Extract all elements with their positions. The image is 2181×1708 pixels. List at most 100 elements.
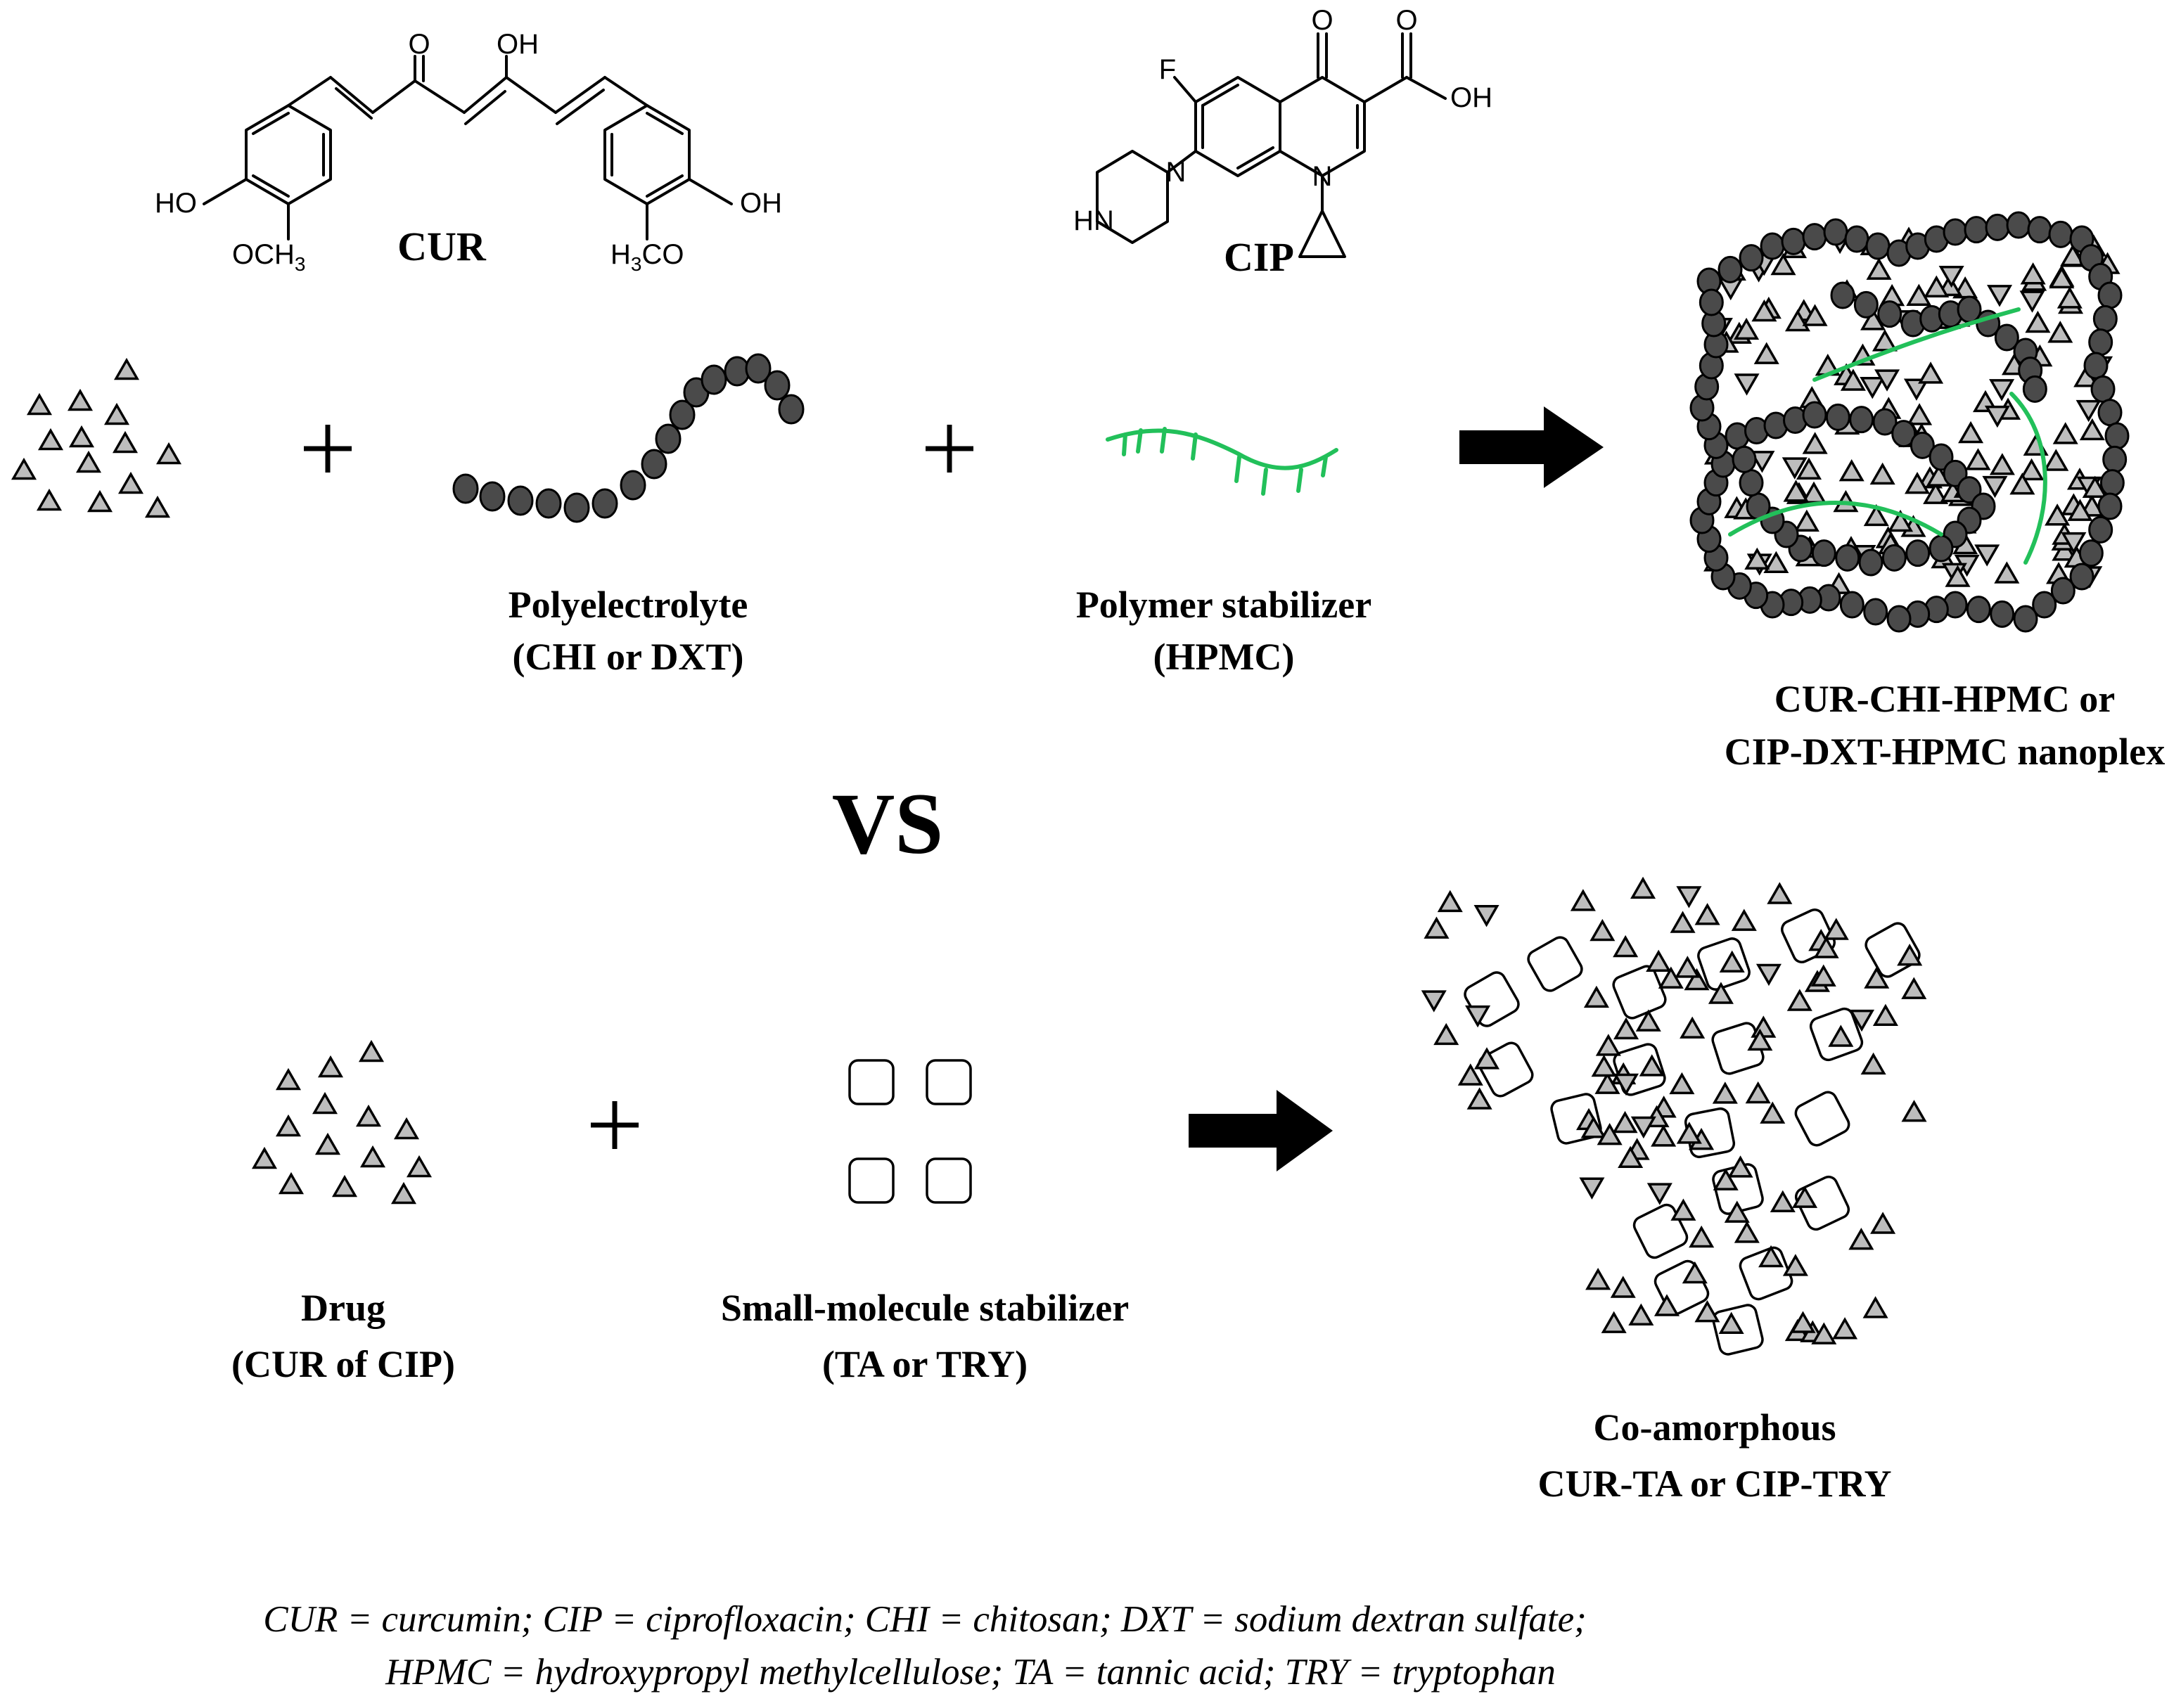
- drug-particle-triangle: [1591, 1054, 1617, 1077]
- polyelectrolyte-bead: [1781, 227, 1806, 255]
- drug-particle-triangle: [390, 1181, 417, 1205]
- polyelectrolyte-bead: [2048, 220, 2073, 248]
- drug-particle-triangle: [1974, 544, 2000, 567]
- cip-atom-n-ring: N: [1312, 161, 1333, 192]
- drug-particle-triangle: [1731, 908, 1757, 931]
- polyelectrolyte-bead: [701, 364, 727, 395]
- drug-particle-triangle: [117, 471, 144, 494]
- drug-particle-triangle: [1682, 1261, 1708, 1284]
- polyelectrolyte-bead: [2027, 216, 2052, 244]
- drug-particle-triangle: [1676, 1122, 1702, 1144]
- drug-particle-triangle: [1907, 403, 1933, 425]
- drug-particle-triangle: [406, 1155, 433, 1178]
- drug-particle-triangle: [1612, 1110, 1638, 1134]
- drug-particle-triangle: [1758, 1245, 1784, 1268]
- drug-particle-triangle: [1708, 982, 1734, 1004]
- drug-particle-triangle: [2020, 262, 2046, 285]
- drug-particle-triangle: [1613, 1017, 1639, 1040]
- drug-particle-triangle: [1594, 1072, 1620, 1094]
- drug-particle-triangle: [1654, 1294, 1680, 1316]
- drug-particle-triangle: [2047, 321, 2073, 343]
- small-molecule-square: [1712, 1304, 1764, 1356]
- drug-particle-triangle: [1613, 935, 1639, 958]
- hpmc-strand: [2009, 392, 2047, 565]
- drug-particle-triangle: [1813, 936, 1839, 958]
- cur-atom-och3: OCH3: [232, 239, 305, 275]
- small-molecule-square: [1697, 937, 1751, 991]
- drug-particle-triangle: [1580, 1116, 1606, 1138]
- polyelectrolyte-bead: [1849, 406, 1874, 434]
- drug-particle-triangle: [1866, 257, 1892, 280]
- polyelectrolyte-bead: [2069, 563, 2094, 591]
- drug-particle-triangle: [1760, 1101, 1786, 1124]
- drug-particle-triangle: [67, 388, 94, 411]
- polyelectrolyte-bead: [1943, 218, 1968, 246]
- polyelectrolyte-bead: [2078, 539, 2104, 567]
- drug-particle-triangle: [2045, 503, 2071, 526]
- drug-particle-triangle: [1745, 1081, 1771, 1104]
- small-molecule-square: [848, 1157, 895, 1204]
- drug-particle-triangle: [1782, 457, 1808, 480]
- drug-particle-triangle: [1793, 509, 1819, 532]
- vs-label: VS: [832, 776, 944, 872]
- drug-particle-triangle: [1888, 509, 1914, 532]
- polyelectrolyte-bead: [507, 485, 534, 516]
- drug-particle-triangle: [1860, 1052, 1886, 1075]
- drug-particle-triangle: [1747, 1028, 1773, 1051]
- drug-particle-triangle: [1763, 551, 1789, 573]
- small-molecule-square: [1478, 1041, 1534, 1098]
- drug-particle-triangle: [2060, 244, 2086, 267]
- cur-atom-oh-right: OH: [740, 188, 782, 219]
- drug-particle-triangle: [1903, 378, 1929, 401]
- drug-particle-triangle: [1718, 1311, 1744, 1334]
- abbreviation-legend-line2: HPMC = hydroxypropyl methylcellulose; TA…: [385, 1652, 1556, 1693]
- drug-particle-triangle: [275, 1067, 302, 1091]
- nanoplex-sublabel: CIP-DXT-HPMC nanoplex: [1725, 731, 2166, 773]
- drug-particle-triangle: [1694, 1299, 1720, 1323]
- polyelectrolyte-bead: [745, 353, 772, 384]
- drug-particle-triangle: [1792, 1186, 1818, 1208]
- polyelectrolyte-bead: [2104, 422, 2130, 450]
- drug-particle-triangle: [155, 442, 182, 465]
- arrow-top: [1459, 406, 1604, 488]
- drug-particle-triangle: [1734, 317, 1760, 340]
- small-molecule-label: Small-molecule stabilizer: [721, 1287, 1129, 1329]
- polyelectrolyte-bead: [669, 399, 696, 430]
- nanoplex-complex: [1689, 211, 2130, 633]
- polyelectrolyte-bead: [2102, 445, 2128, 473]
- small-molecule-stabilizer: [848, 1059, 972, 1204]
- polyelectrolyte-bead: [1739, 469, 1764, 497]
- small-molecule-square: [926, 1157, 972, 1204]
- drug-particle-triangle: [1811, 1322, 1837, 1344]
- drug-particle-triangle: [1466, 1087, 1492, 1110]
- polyelectrolyte-bead: [479, 481, 506, 512]
- drug-particle-triangle: [68, 425, 95, 448]
- drug-particle-triangle: [1838, 459, 1865, 482]
- small-molecule-sublabel: (TA or TRY): [822, 1343, 1028, 1385]
- small-molecule-square: [1632, 1203, 1689, 1259]
- drug-particle-triangle: [1651, 1124, 1677, 1147]
- drug-particle-triangle: [1424, 916, 1450, 939]
- drug-particle-triangle: [1751, 1015, 1777, 1038]
- polyelectrolyte-bead: [1943, 459, 1968, 487]
- cip-atom-o-top: O: [1311, 5, 1333, 36]
- drug-particle-triangle: [1630, 1116, 1656, 1139]
- drug-particle-triangle: [1965, 448, 1991, 470]
- drug-particle-triangle: [393, 1117, 420, 1140]
- drug-particle-triangle: [1753, 342, 1779, 364]
- drug-particle-triangle: [1860, 308, 1886, 330]
- polyelectrolyte-bead: [1699, 288, 1724, 316]
- cur-atom-oh-top: OH: [497, 29, 539, 60]
- polyelectrolyte-bead: [2097, 492, 2123, 520]
- drug-particles-top: [11, 357, 182, 518]
- drug-particle-triangle: [1635, 1009, 1661, 1032]
- drug-particle-triangle: [1676, 886, 1702, 908]
- drug-particle-triangle: [1905, 472, 1931, 494]
- drug-particle-triangle: [1734, 1221, 1760, 1243]
- drug-particle-triangle: [1802, 432, 1828, 454]
- drug-particle-triangle: [75, 450, 102, 473]
- drug-sublabel: (CUR of CIP): [231, 1343, 455, 1385]
- polyelectrolyte-bead: [1802, 401, 1827, 429]
- drug-particle-triangle: [1901, 977, 1927, 999]
